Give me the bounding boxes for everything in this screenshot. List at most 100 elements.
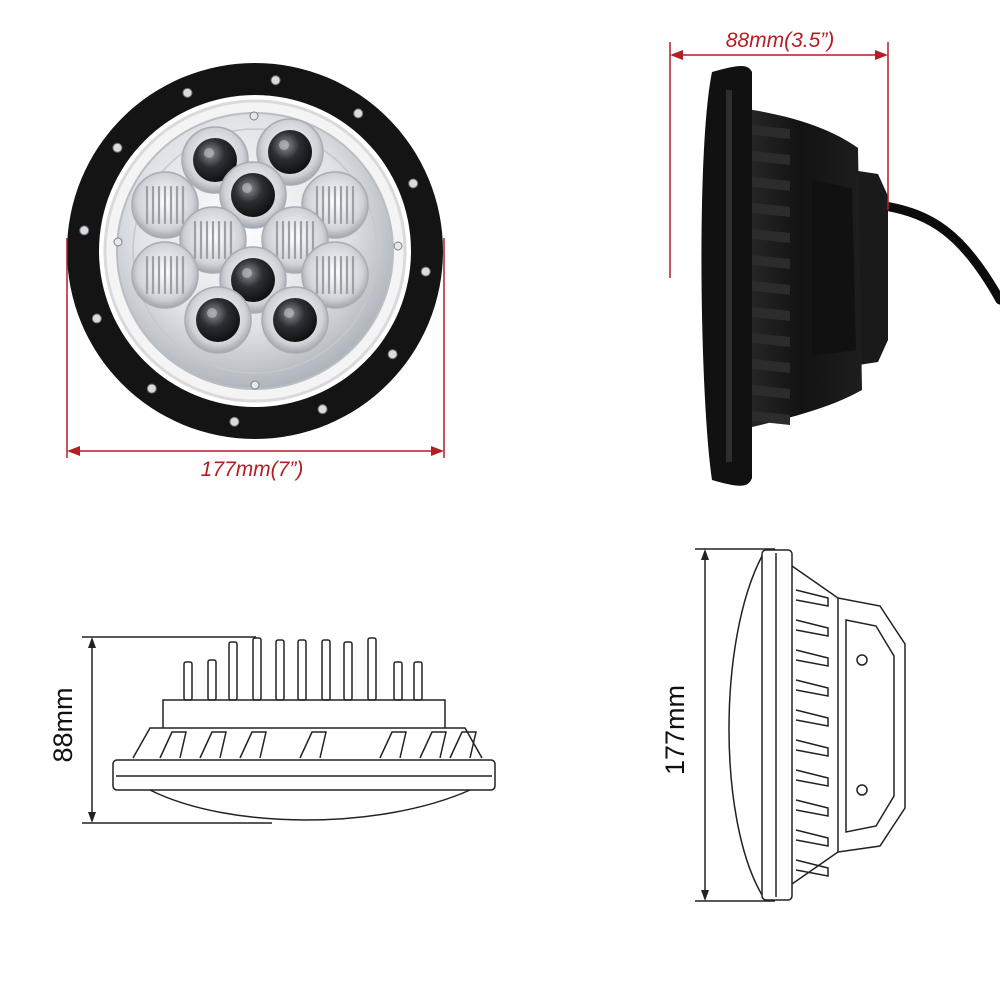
arrow-right bbox=[431, 446, 444, 456]
fin bbox=[752, 385, 790, 399]
fin bbox=[795, 679, 829, 697]
front-view: 177mm(7”) bbox=[66, 63, 445, 481]
fin bbox=[795, 739, 829, 757]
fin bbox=[795, 799, 829, 817]
base-rim bbox=[112, 759, 496, 791]
heatsink-fins bbox=[183, 637, 423, 701]
lens-dome bbox=[149, 789, 471, 821]
fin bbox=[795, 649, 829, 667]
fin bbox=[752, 203, 790, 217]
fin bbox=[228, 641, 238, 701]
fin bbox=[297, 639, 307, 701]
fin bbox=[367, 637, 377, 701]
front-width-label: 177mm(7”) bbox=[201, 458, 304, 481]
fin bbox=[413, 661, 423, 701]
fin bbox=[752, 307, 790, 321]
rib bbox=[199, 731, 227, 759]
arrow-up bbox=[701, 549, 709, 560]
reflector-screws bbox=[113, 111, 403, 390]
led-reflector-cup bbox=[131, 171, 199, 239]
screw-icon bbox=[393, 241, 403, 251]
screw-icon bbox=[146, 383, 157, 394]
arrow-right bbox=[875, 50, 888, 60]
fin bbox=[752, 255, 790, 269]
side-line-drawing bbox=[695, 548, 906, 902]
reflector-inner-ring bbox=[132, 128, 378, 374]
fin bbox=[752, 359, 790, 373]
rear-module bbox=[837, 597, 906, 853]
screw-icon bbox=[317, 404, 328, 415]
screw-icon bbox=[113, 237, 123, 247]
arrow-left bbox=[670, 50, 683, 60]
heatsink-fins bbox=[752, 125, 790, 425]
fin bbox=[795, 859, 829, 877]
rib bbox=[379, 731, 407, 759]
fin bbox=[252, 637, 262, 701]
rib bbox=[419, 731, 447, 759]
fin bbox=[207, 659, 217, 701]
rear-connector-housing bbox=[852, 170, 888, 366]
led-lens bbox=[261, 286, 329, 354]
housing-body bbox=[791, 565, 839, 885]
led-cluster bbox=[131, 118, 369, 354]
fin bbox=[752, 177, 790, 191]
bezel-screws bbox=[79, 75, 431, 427]
fin bbox=[343, 641, 353, 701]
screw-icon bbox=[250, 380, 260, 390]
fin bbox=[795, 829, 829, 847]
led-reflector-cup bbox=[301, 241, 369, 309]
led-reflector-cup bbox=[131, 241, 199, 309]
fin bbox=[752, 333, 790, 347]
fin bbox=[795, 769, 829, 787]
fin bbox=[393, 661, 403, 701]
screw-icon bbox=[249, 111, 259, 121]
mount-hole-top bbox=[856, 654, 868, 666]
screw-icon bbox=[408, 178, 419, 189]
side-bezel-highlight bbox=[726, 90, 732, 462]
arrow-up bbox=[88, 637, 96, 648]
power-cable bbox=[880, 201, 1000, 305]
fin bbox=[183, 661, 193, 701]
led-lens bbox=[219, 161, 287, 229]
housing-ribs bbox=[159, 731, 477, 759]
housing-top bbox=[162, 699, 446, 728]
arrow-down bbox=[88, 812, 96, 823]
rear-module-inner bbox=[845, 619, 895, 833]
screw-icon bbox=[387, 349, 398, 360]
rib bbox=[239, 731, 267, 759]
screw-icon bbox=[91, 313, 102, 324]
fin bbox=[752, 151, 790, 165]
fin bbox=[795, 589, 829, 607]
fin bbox=[795, 619, 829, 637]
screw-icon bbox=[229, 416, 240, 427]
drawing-height-label: 88mm bbox=[48, 687, 78, 762]
led-lens bbox=[184, 286, 252, 354]
screw-icon bbox=[270, 75, 281, 86]
arrow-down bbox=[701, 890, 709, 901]
heatsink-fins bbox=[795, 589, 829, 877]
mount-hole-bottom bbox=[856, 784, 868, 796]
rear-shell bbox=[812, 180, 856, 356]
screw-icon bbox=[353, 108, 364, 119]
rib bbox=[159, 731, 187, 759]
fin bbox=[275, 639, 285, 701]
screw-icon bbox=[420, 266, 431, 277]
screw-icon bbox=[112, 142, 123, 153]
fin bbox=[752, 281, 790, 295]
fin bbox=[795, 709, 829, 727]
side-depth-label: 88mm(3.5”) bbox=[726, 29, 835, 52]
drawing-side-height-label: 177mm bbox=[660, 685, 690, 775]
lens-dome bbox=[728, 555, 763, 896]
bottom-line-drawing bbox=[82, 636, 496, 824]
screw-icon bbox=[182, 87, 193, 98]
rib bbox=[449, 731, 477, 759]
fin bbox=[752, 411, 790, 425]
side-view: 88mm(3.5”) bbox=[669, 29, 1000, 486]
fin bbox=[752, 229, 790, 243]
arrow-left bbox=[67, 446, 80, 456]
fin bbox=[752, 125, 790, 139]
front-rim bbox=[761, 549, 793, 901]
rib bbox=[299, 731, 327, 759]
fin bbox=[321, 639, 331, 701]
